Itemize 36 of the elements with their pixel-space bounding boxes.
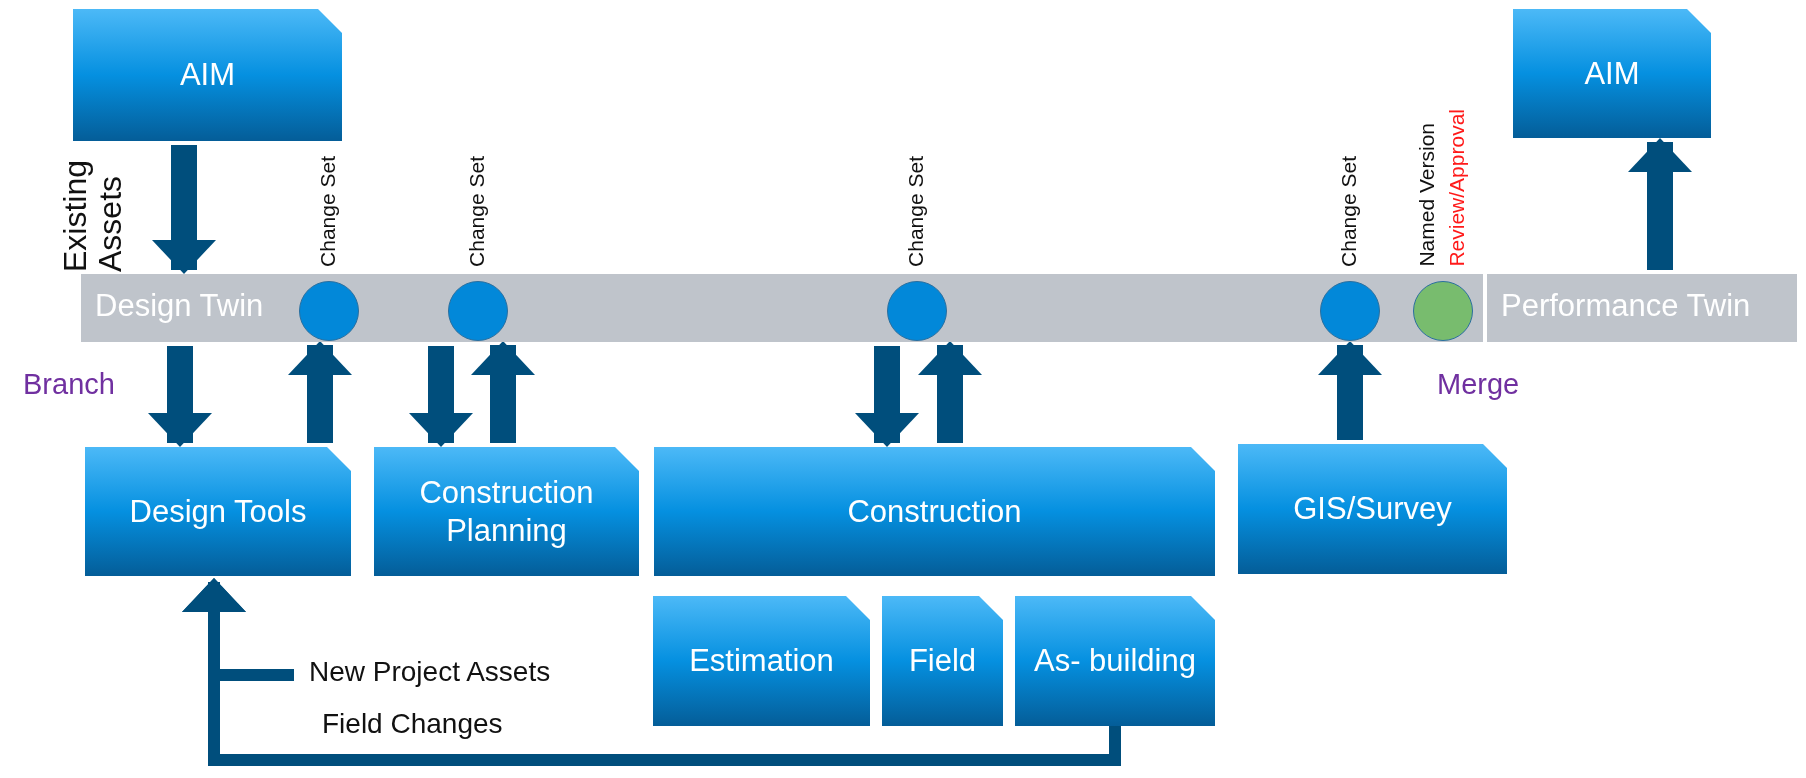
arrow <box>152 145 216 274</box>
branch-label: Branch <box>23 368 115 401</box>
arrow <box>1628 138 1692 270</box>
version-label: Named Version <box>1415 123 1439 267</box>
version-label: Change Set <box>465 156 489 267</box>
process-box: GIS/Survey <box>1238 444 1507 574</box>
source-label: Existing Assets <box>58 158 129 272</box>
process-box: Estimation <box>653 596 870 726</box>
version-circle <box>887 281 947 341</box>
process-box: AIM <box>73 9 342 141</box>
version-label: Change Set <box>904 156 928 267</box>
version-circle <box>1320 281 1380 341</box>
version-label: Change Set <box>1337 156 1361 267</box>
arrow <box>855 346 919 447</box>
status-label: Review/Approval <box>1445 109 1469 267</box>
arrow <box>409 346 473 447</box>
arrow <box>918 341 982 443</box>
arrow <box>471 341 535 443</box>
band-title: Performance Twin <box>1501 288 1751 324</box>
version-label: Change Set <box>316 156 340 267</box>
arrow <box>182 578 1121 766</box>
process-box: Design Tools <box>85 447 351 576</box>
process-box: AIM <box>1513 9 1711 138</box>
arrow <box>148 346 212 447</box>
process-box: Field <box>882 596 1003 726</box>
timeline-band <box>1487 274 1797 342</box>
process-box: Construction Planning <box>374 447 639 576</box>
arrow <box>288 341 352 443</box>
process-box: Construction <box>654 447 1215 576</box>
version-circle <box>448 281 508 341</box>
process-box: As- building <box>1015 596 1215 726</box>
version-circle <box>299 281 359 341</box>
band-title: Design Twin <box>95 288 264 324</box>
version-circle <box>1413 281 1473 341</box>
timeline-band <box>81 274 1483 342</box>
merge-label: Merge <box>1437 368 1520 401</box>
